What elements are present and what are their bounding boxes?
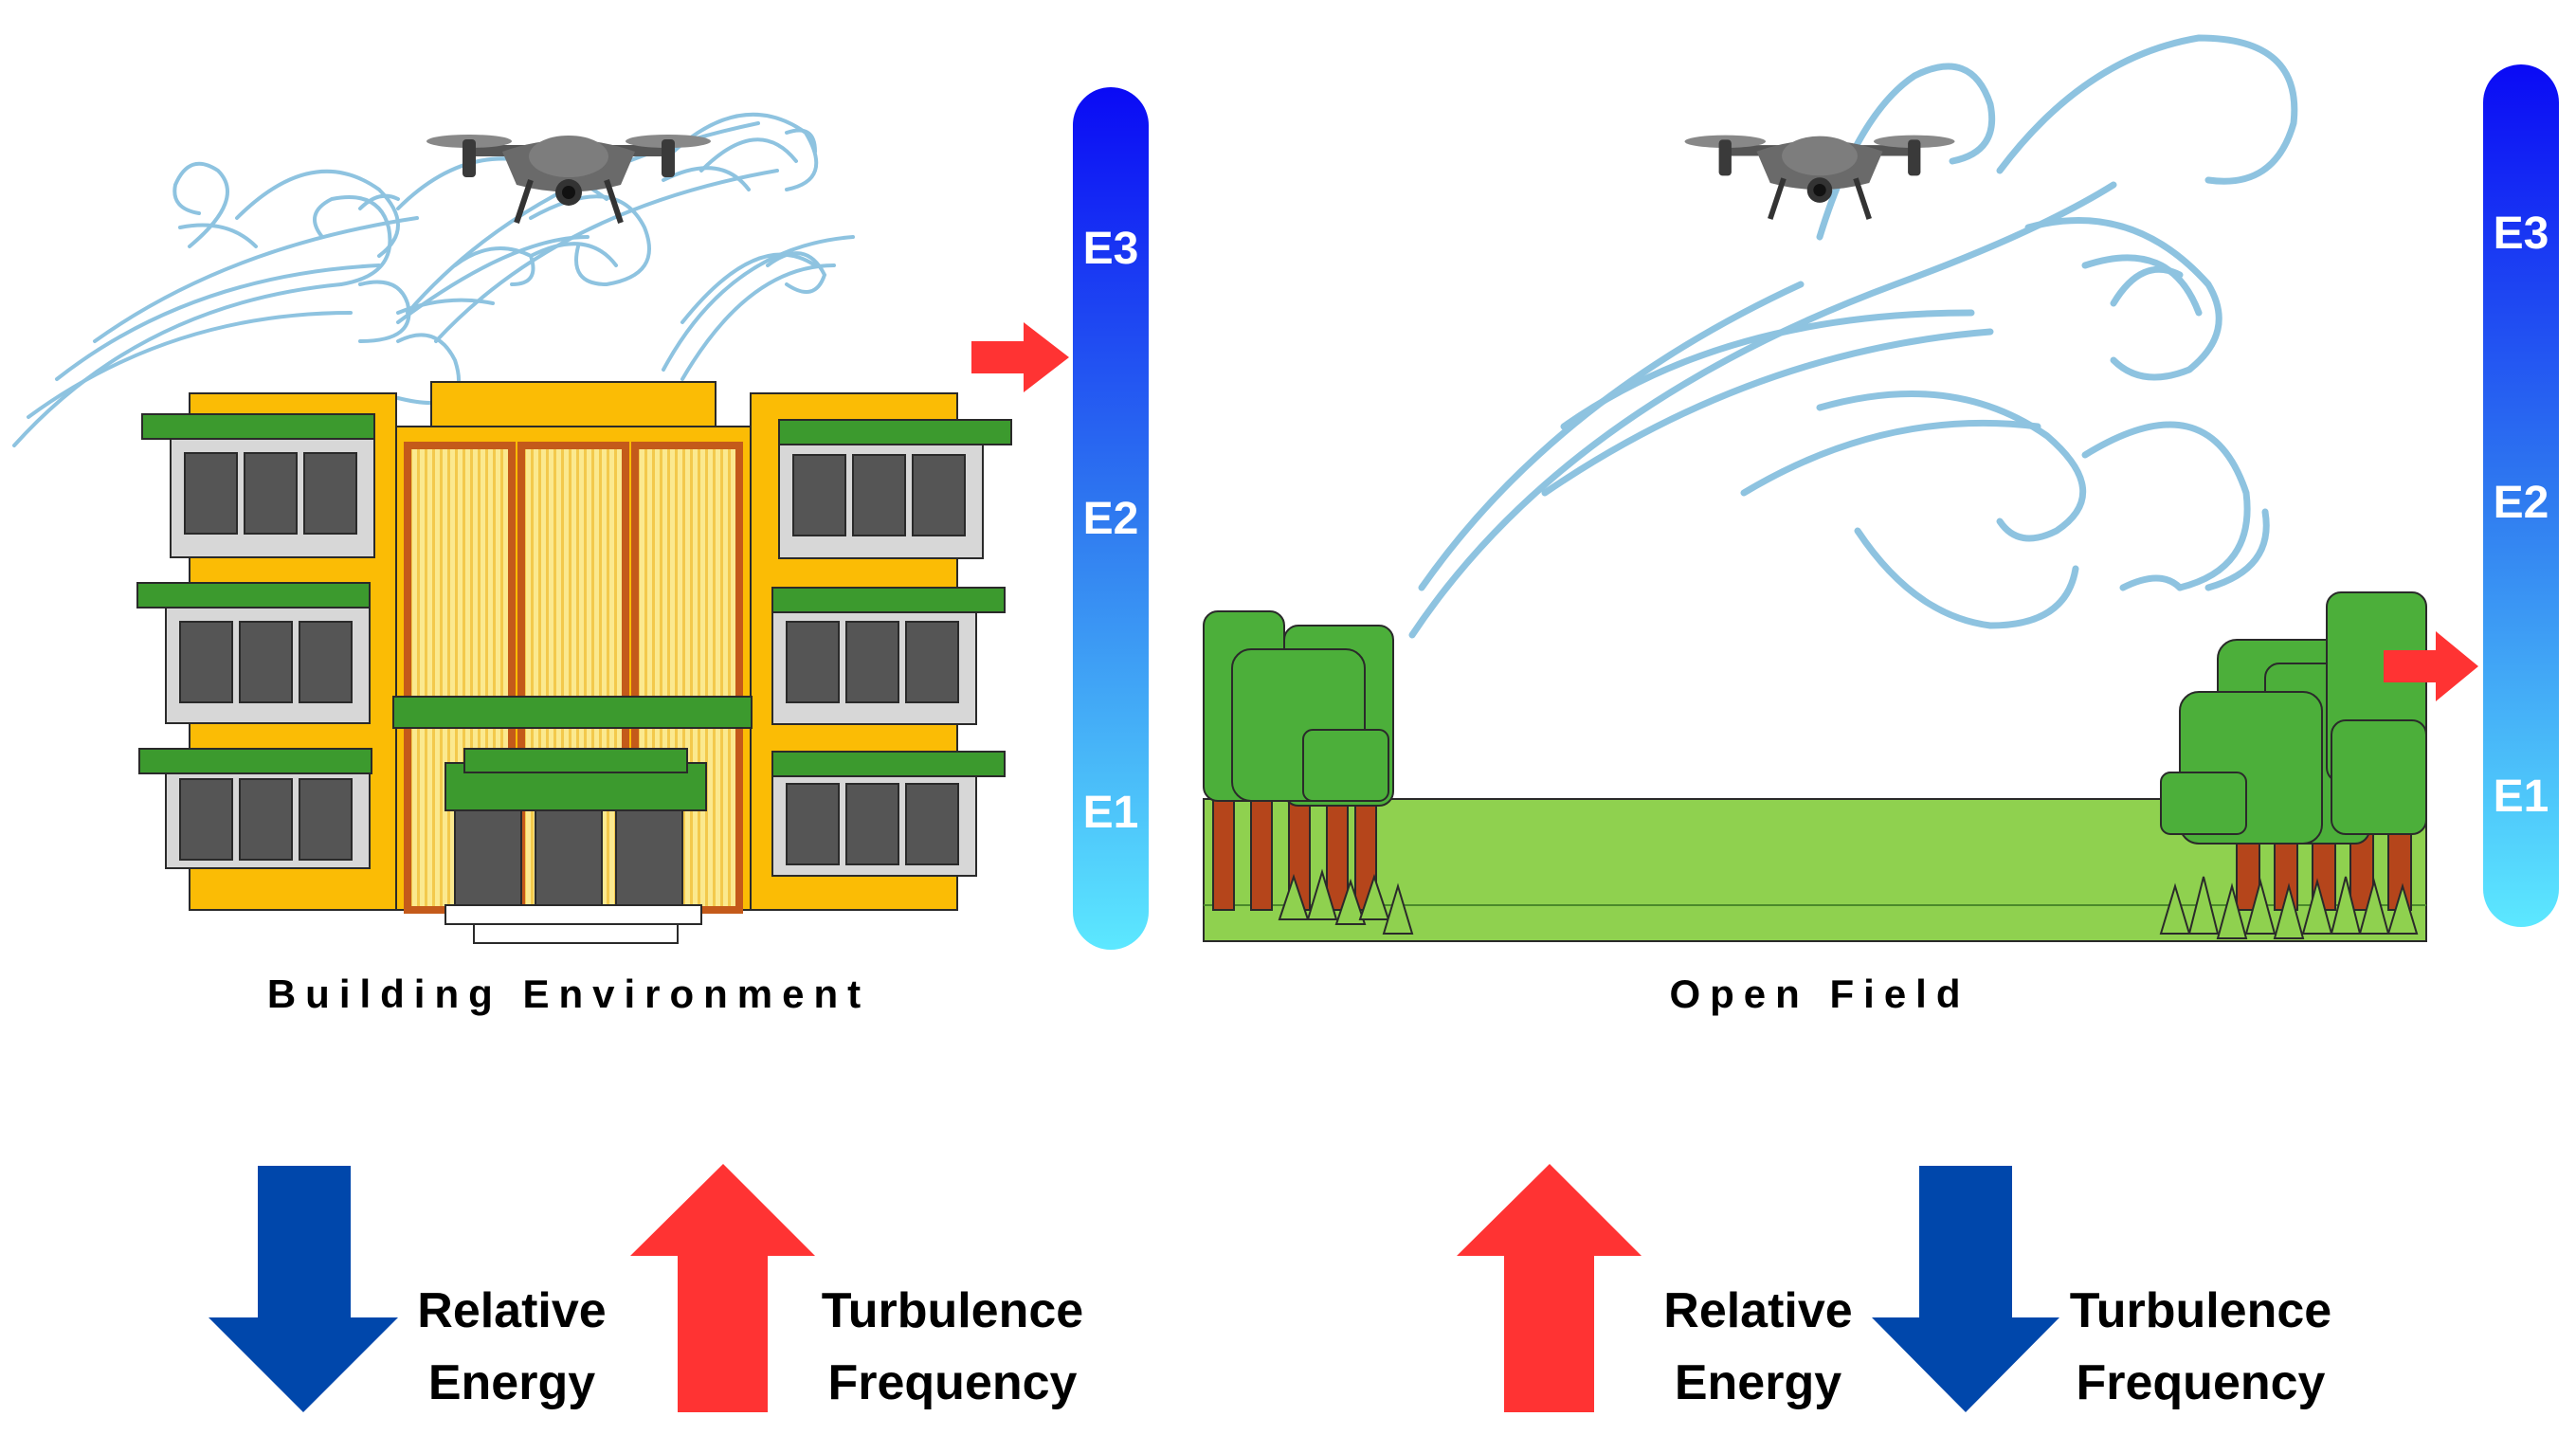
field-level-e3: E3 [2494,209,2549,259]
field-right-trees-icon [2159,591,2427,939]
building-turbulence-arrow-up-icon [630,1164,815,1412]
field-energy-label-line1: Relative [1663,1283,1852,1338]
building-environment-label: Building Environment [267,972,870,1016]
building-icon [136,381,1012,944]
open-field-label: Open Field [1669,972,1969,1016]
building-energy-bar: E3 E2 E1 [1073,87,1149,950]
field-energy-arrow-up-icon [1457,1164,1642,1412]
field-level-e1: E1 [2494,772,2549,822]
field-left-trees-icon [1203,610,1414,935]
building-level-e1: E1 [1083,788,1139,838]
field-turbulence-label-line1: Turbulence [2070,1283,2331,1338]
building-level-pointer-arrow-icon [971,322,1069,392]
building-level-e3: E3 [1083,224,1139,274]
field-turbulence-arrow-down-icon [1872,1166,2059,1412]
building-level-e2: E2 [1083,494,1139,544]
building-energy-arrow-down-icon [209,1166,398,1412]
field-wind-swirls [1408,34,2298,639]
field-level-pointer-arrow-icon [2384,631,2478,701]
field-drone-icon [1685,136,1955,219]
field-energy-label-line2: Energy [1675,1355,1841,1410]
field-turbulence-label-line2: Frequency [2077,1355,2326,1410]
building-energy-label-line2: Energy [428,1355,595,1410]
building-turbulence-label-line1: Turbulence [822,1283,1083,1338]
field-level-e2: E2 [2494,478,2549,528]
field-energy-bar: E3 E2 E1 [2483,64,2559,927]
building-turbulence-label-line2: Frequency [828,1355,1078,1410]
building-energy-label-line1: Relative [417,1283,606,1338]
